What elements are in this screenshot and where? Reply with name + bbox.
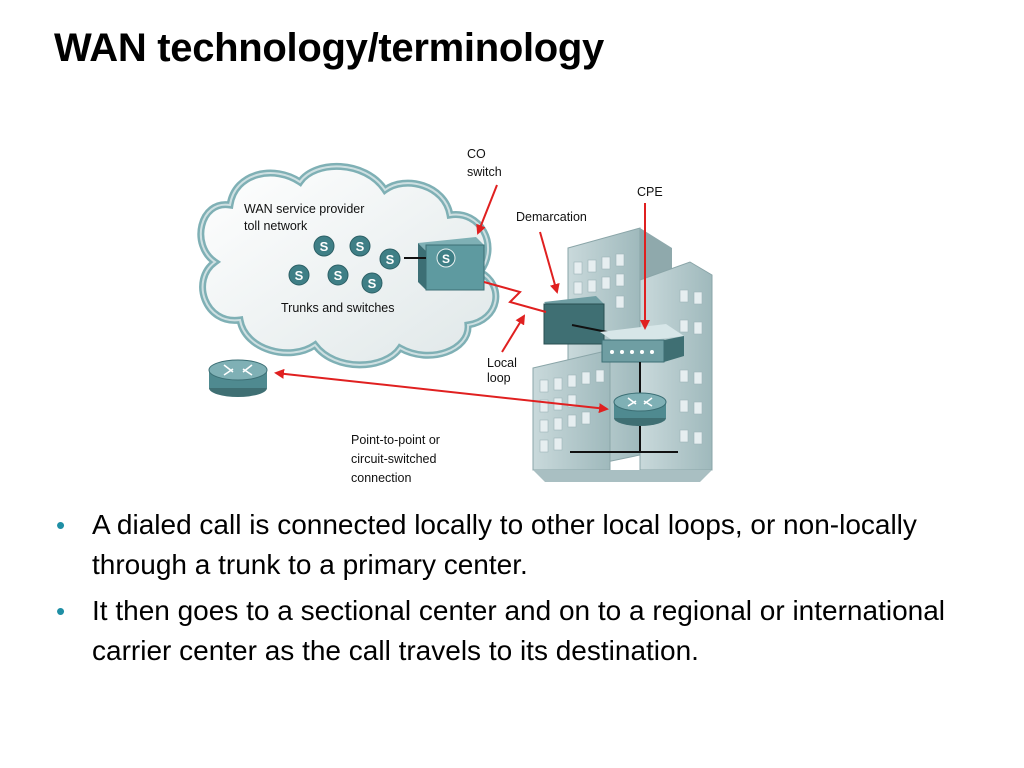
bullet-list: • A dialed call is connected locally to … bbox=[56, 505, 986, 677]
svg-text:S: S bbox=[334, 268, 343, 283]
switch-icon: S bbox=[379, 248, 401, 270]
svg-text:S: S bbox=[442, 252, 450, 266]
svg-text:S: S bbox=[320, 239, 329, 254]
bullet-text: It then goes to a sectional center and o… bbox=[92, 595, 946, 666]
co-switch-label: CO switch bbox=[467, 147, 502, 179]
bullet-item: • It then goes to a sectional center and… bbox=[56, 591, 986, 671]
svg-text:S: S bbox=[386, 252, 395, 267]
point-to-point-label: Point-to-point or circuit-switched conne… bbox=[351, 433, 443, 485]
switch-icon: S bbox=[349, 235, 371, 257]
bullet-marker: • bbox=[56, 596, 66, 626]
local-loop-label: Local loop bbox=[487, 356, 520, 385]
cloud-label: WAN service provider toll network bbox=[244, 202, 368, 233]
bullet-item: • A dialed call is connected locally to … bbox=[56, 505, 986, 585]
svg-text:S: S bbox=[295, 268, 304, 283]
bullet-marker: • bbox=[56, 510, 66, 540]
cpe-label: CPE bbox=[637, 185, 663, 199]
switch-icon: S bbox=[327, 264, 349, 286]
slide-title: WAN technology/terminology bbox=[54, 26, 604, 70]
co-switch-icon: S bbox=[404, 237, 485, 291]
cpe-device-icon bbox=[570, 324, 684, 453]
bullet-text: A dialed call is connected locally to ot… bbox=[92, 509, 917, 580]
svg-text:S: S bbox=[368, 276, 377, 291]
trunks-label: Trunks and switches bbox=[281, 301, 394, 315]
serial-link-line bbox=[483, 281, 547, 313]
annotation-arrows bbox=[274, 184, 650, 414]
switch-icon: S bbox=[288, 264, 310, 286]
demarcation-device-icon bbox=[543, 296, 613, 345]
trunk-switches: S S S S S S bbox=[288, 235, 401, 294]
demarcation-label: Demarcation bbox=[516, 210, 587, 224]
switch-icon: S bbox=[313, 235, 335, 257]
router-icon bbox=[613, 392, 667, 426]
toll-network-cloud bbox=[197, 162, 500, 369]
remote-router-icon bbox=[208, 359, 268, 397]
switch-icon: S bbox=[361, 272, 383, 294]
svg-text:S: S bbox=[356, 239, 365, 254]
